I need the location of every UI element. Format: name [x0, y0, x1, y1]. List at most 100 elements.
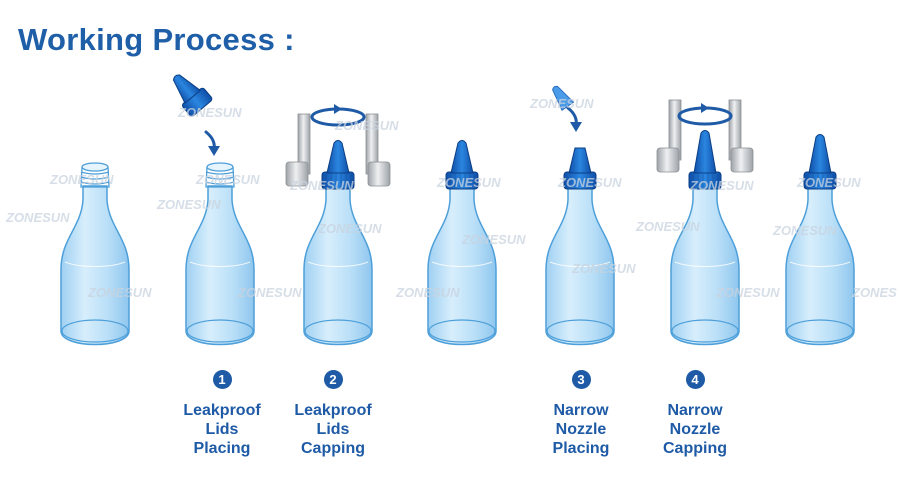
watermark-text: ZONESUN [690, 178, 754, 193]
watermark-text: ZONESUN [157, 197, 221, 212]
watermark-text: ZONESUN [50, 172, 114, 187]
bottle-shoulder-line [307, 261, 369, 267]
bottle-lid-placing [172, 74, 255, 346]
step-label-line: Capping [301, 440, 365, 457]
bottle-body [427, 185, 497, 346]
step-4: 4 Narrow Nozzle Capping [640, 370, 750, 458]
bottle-body [785, 185, 855, 346]
watermark-text: ZONESUN [716, 285, 780, 300]
cap-nozzle [326, 140, 350, 174]
falling-nozzle-cap-icon [172, 74, 213, 117]
cap-nozzle [450, 140, 474, 174]
bottle-base-ring [428, 319, 496, 343]
watermark-text: ZONESUN [773, 223, 837, 238]
nozzle-cap [445, 140, 479, 190]
bottle-body [545, 185, 615, 346]
bottle-thread [80, 176, 110, 180]
watermark-text: ZONESUN [396, 285, 460, 300]
bottle-neck-opening [81, 162, 109, 172]
chuck-jaw [730, 147, 754, 173]
cap-nozzle-base [568, 147, 592, 174]
step-number-badge: 4 [685, 370, 705, 389]
step-3: 3 Narrow Nozzle Placing [526, 370, 636, 458]
nozzle-base-cap [563, 147, 597, 190]
watermark-text: ZONESUN [572, 261, 636, 276]
step-number-badge: 3 [571, 370, 591, 389]
step-number-badge: 2 [323, 370, 343, 389]
bottle-body [670, 185, 740, 346]
bottle-empty [60, 162, 130, 346]
watermark-text: ZONESUN [437, 175, 501, 190]
step-label: Leakproof Lids Capping [278, 401, 388, 458]
step-label-line: Capping [663, 440, 727, 457]
bottle-shoulder-line [549, 261, 611, 267]
watermark-text: ZONESUN [88, 285, 152, 300]
cap-nozzle [172, 74, 202, 104]
chuck-jaw [285, 161, 309, 187]
bottle-thread [80, 181, 110, 185]
bottle-thread [205, 171, 235, 175]
bottle-neck [205, 166, 235, 188]
bottle-neck-opening [206, 162, 234, 172]
step-1: 1 Leakproof Lids Placing [167, 370, 277, 458]
rotation-arrow-head-icon [701, 103, 709, 113]
chuck-jaw [367, 161, 391, 187]
nozzle-tip [552, 85, 575, 111]
step-label-line: Leakproof [294, 402, 372, 419]
rotation-arrow-head-icon [334, 104, 342, 114]
bottle-shoulder-line [64, 261, 126, 267]
step-2: 2 Leakproof Lids Capping [278, 370, 388, 458]
watermark-text: ZONESUN [636, 219, 700, 234]
bottle-body [60, 185, 130, 346]
bottle-shoulder-line [789, 261, 851, 267]
bottle-thread [80, 171, 110, 175]
bottle-nozzle-placing [545, 85, 615, 346]
bottle-finished [785, 134, 855, 346]
capping-chuck-icon [285, 113, 391, 187]
chuck-jaw [656, 147, 680, 173]
down-arrow-head-icon [208, 146, 220, 156]
step-number-badge: 1 [212, 370, 232, 389]
watermark-text: ZONESUN [530, 96, 594, 111]
step-label-line: Lids [205, 421, 239, 438]
bottle-body [303, 185, 373, 346]
watermark-text: ZONESUN [290, 178, 354, 193]
bottle-shoulder-line [189, 261, 251, 267]
down-arrow-head-icon [570, 122, 582, 132]
bottle-neck [80, 166, 110, 188]
watermark-text: ZONESUN [797, 175, 861, 190]
step-label-line: Leakproof [183, 402, 261, 419]
nozzle-cap [803, 134, 837, 190]
bottle-base-ring [671, 319, 739, 343]
bottle-thread [205, 176, 235, 180]
step-label-line: Lids [316, 421, 350, 438]
watermark-text: ZONESUN [6, 210, 70, 225]
capping-chuck-icon [656, 99, 754, 173]
bottle-shoulder-line [674, 261, 736, 267]
step-label: Narrow Nozzle Placing [526, 401, 636, 458]
page-title: Working Process : [18, 22, 295, 57]
step-label-line: Placing [552, 440, 610, 457]
watermark-text: ZONES [852, 285, 897, 300]
step-label: Leakproof Lids Placing [167, 401, 277, 458]
step-label-line: Narrow [667, 402, 723, 419]
bottle-shoulder-line [431, 261, 493, 267]
step-label-line: Nozzle [669, 421, 721, 438]
watermark-text: ZONESUN [238, 285, 302, 300]
watermark-text: ZONESUN [178, 105, 242, 120]
nozzle-cap [688, 130, 722, 190]
watermark-text: ZONESUN [196, 172, 260, 187]
bottle-lid-capped [427, 140, 497, 346]
watermark-text: ZONESUN [335, 118, 399, 133]
cap-nozzle [808, 134, 832, 174]
nozzle-cap [321, 140, 355, 190]
bottle-base-ring [546, 319, 614, 343]
bottle-lid-capping [285, 104, 391, 346]
cap-nozzle [693, 130, 717, 174]
step-label-line: Placing [193, 440, 251, 457]
watermark-text: ZONESUN [462, 232, 526, 247]
bottle-body [185, 185, 255, 346]
bottle-nozzle-capping [656, 99, 754, 346]
bottle-base-ring [786, 319, 854, 343]
